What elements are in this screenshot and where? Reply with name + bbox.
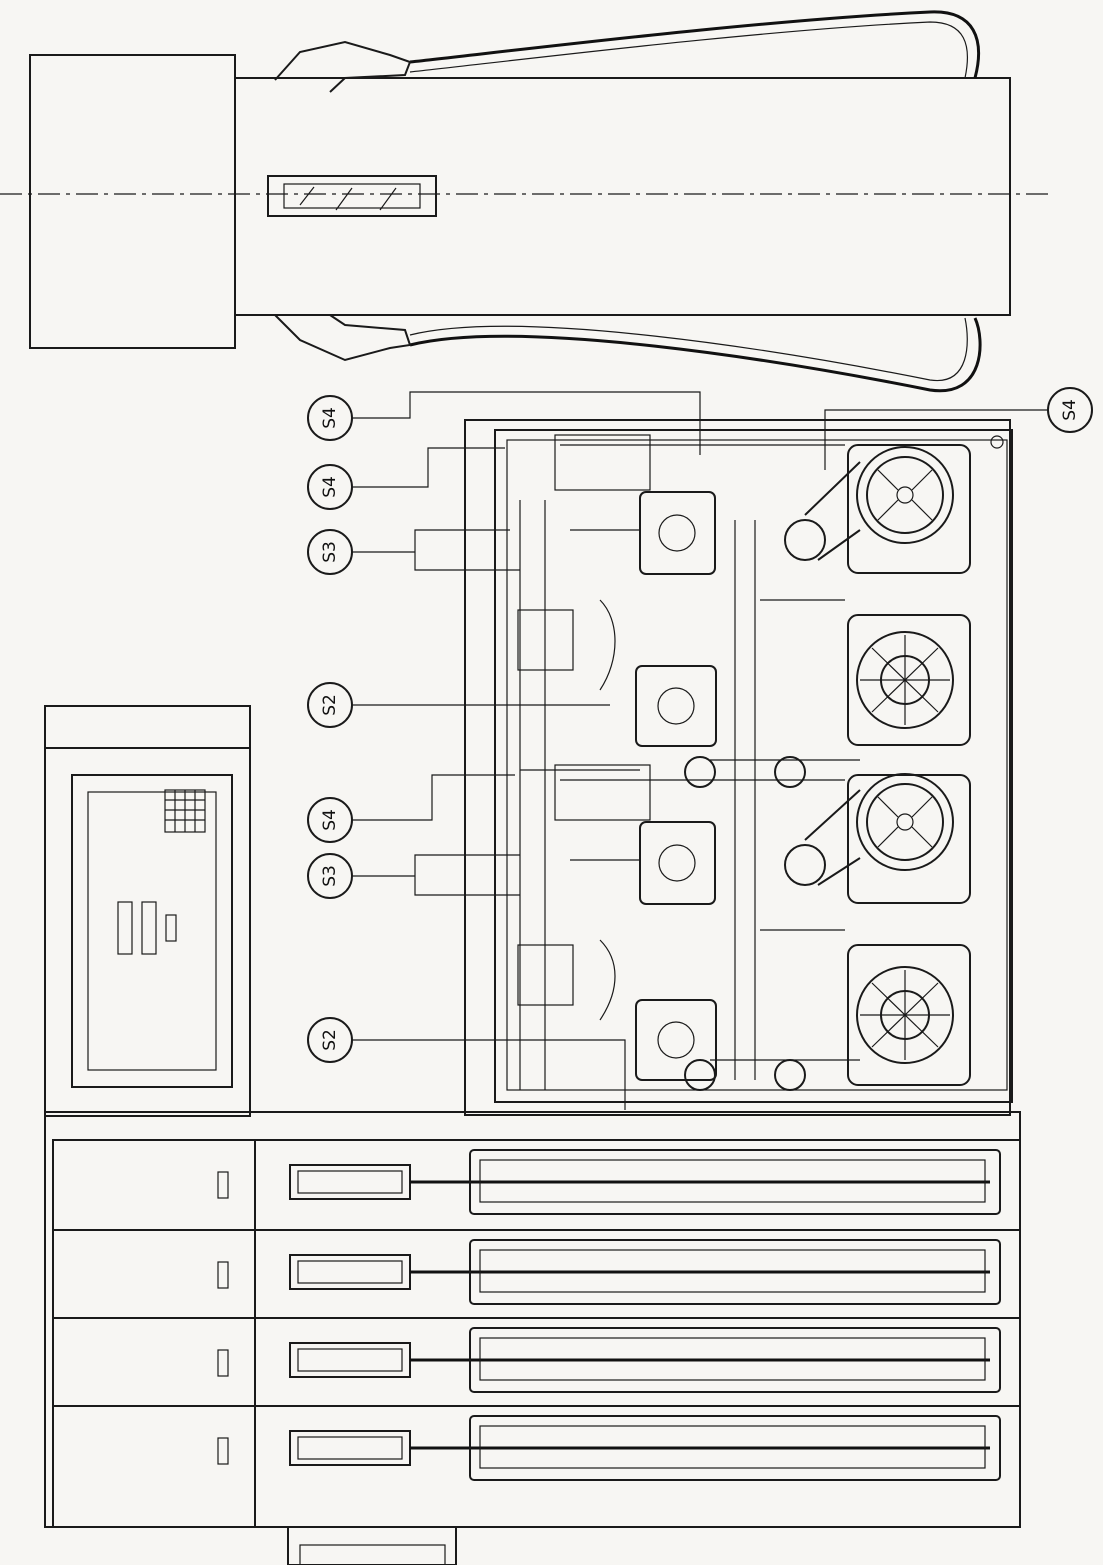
svg-text:S4: S4 (1060, 399, 1080, 421)
base-plinth (287, 1526, 457, 1565)
callout-leaders (350, 391, 1048, 1110)
svg-text:S4: S4 (320, 476, 340, 498)
callout-s2-upper: S2 (307, 682, 353, 728)
head-column (234, 77, 1011, 316)
callout-s4-right: S4 (1047, 387, 1093, 433)
display-cabinet (44, 705, 251, 1117)
callout-s4-second: S4 (307, 464, 353, 510)
sight-glass (267, 175, 437, 217)
svg-text:S3: S3 (320, 541, 340, 563)
nozzle-bay-4 (217, 1415, 1001, 1481)
svg-text:S3: S3 (320, 865, 340, 887)
display-digit-2 (141, 901, 157, 955)
display-digit-1 (117, 901, 133, 955)
motor-unit-1 (784, 444, 971, 574)
callout-s2-lower: S2 (307, 1017, 353, 1063)
display-frame (71, 774, 233, 1088)
pipework (517, 434, 860, 1090)
svg-text:S4: S4 (320, 809, 340, 831)
keypad-icon (164, 789, 206, 833)
lower-nozzle (274, 314, 412, 362)
svg-text:S2: S2 (320, 694, 340, 716)
pump-meter-2 (635, 821, 806, 1091)
motor-unit-3 (784, 773, 971, 904)
svg-text:S4: S4 (320, 407, 340, 429)
display-digit-3 (165, 914, 177, 942)
motor-unit-4 (847, 944, 971, 1086)
cabinet-outline (44, 705, 251, 1117)
nozzle-bay-2 (217, 1239, 1001, 1305)
nozzle-bays (44, 1111, 1021, 1528)
callout-s3-upper: S3 (307, 529, 353, 575)
svg-text:S2: S2 (320, 1029, 340, 1051)
callout-s4-lower: S4 (307, 797, 353, 843)
callout-s3-lower: S3 (307, 853, 353, 899)
dispenser-head (0, 10, 1050, 393)
upper-hose (409, 10, 980, 79)
pump-meter-1 (635, 491, 806, 788)
motor-unit-2 (847, 614, 971, 746)
callout-s4-top: S4 (307, 395, 353, 441)
upper-nozzle (274, 40, 412, 93)
head-cabinet (29, 54, 236, 349)
lower-hose (409, 317, 982, 393)
nozzle-bay-1 (217, 1149, 1001, 1215)
display-screen (87, 791, 217, 1071)
nozzle-bay-3 (217, 1327, 1001, 1393)
